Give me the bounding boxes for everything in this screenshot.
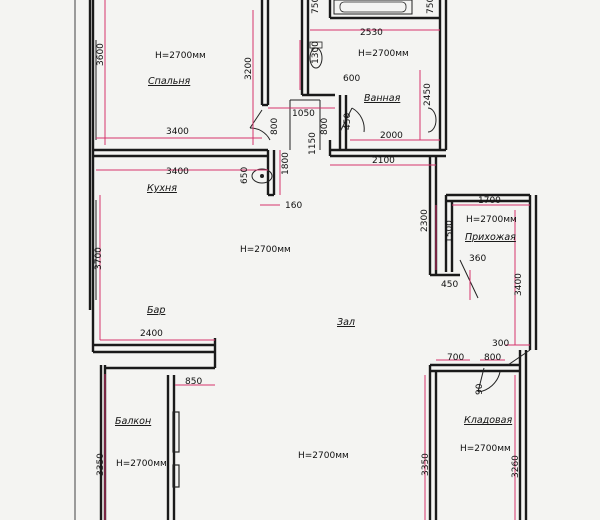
dim-3700: 3700 (94, 247, 104, 270)
dim-3400-a: 3400 (166, 127, 189, 137)
dim-2450: 2450 (423, 83, 433, 106)
dim-1150: 1150 (308, 132, 318, 155)
sink (427, 107, 437, 133)
dim-3600: 3600 (96, 43, 106, 66)
dim-3200: 3200 (244, 57, 254, 80)
bathroom-name: Ванная (364, 93, 401, 104)
dim-450-a: 450 (343, 113, 353, 130)
dimension-labels: 2530 750 750 3600 3200 1300 600 2450 340… (94, 0, 524, 478)
dim-1300: 1300 (311, 41, 321, 64)
balcony-height: H=2700мм (116, 459, 167, 469)
dim-1700: 1700 (478, 196, 501, 206)
dim-300: 300 (492, 339, 509, 349)
dim-450-b: 450 (441, 280, 458, 290)
dim-800-a: 800 (270, 118, 280, 135)
dim-800-c: 800 (484, 353, 501, 363)
hall-height: H=2700мм (466, 215, 517, 225)
dim-3350-a: 3350 (96, 453, 106, 476)
living-name: Зал (337, 317, 355, 328)
bathroom-height: H=2700мм (358, 49, 409, 59)
dim-800-b: 800 (320, 118, 330, 135)
bedroom-name: Спальня (148, 76, 191, 87)
bar-name: Бар (147, 305, 165, 316)
bedroom-height: H=2700мм (155, 51, 206, 61)
kitchen-sink (251, 168, 273, 184)
kitchen-name: Кухня (147, 183, 177, 194)
dim-160: 160 (285, 201, 302, 211)
walls (88, 0, 538, 520)
dimension-lines (96, 0, 530, 520)
dim-3260: 3260 (511, 455, 521, 478)
dim-2000: 2000 (380, 131, 403, 141)
dim-750-b: 750 (426, 0, 436, 14)
dim-360: 360 (469, 254, 486, 264)
dim-3400-b: 3400 (166, 167, 189, 177)
fixtures (251, 0, 437, 184)
storage-name: Кладовая (464, 415, 512, 426)
dim-2100: 2100 (372, 156, 395, 166)
dim-600: 600 (343, 74, 360, 84)
dim-3350-b: 3350 (421, 453, 431, 476)
dim-700: 700 (447, 353, 464, 363)
hall-name: Прихожая (465, 232, 516, 243)
storage-height: H=2700мм (460, 444, 511, 454)
door-arcs (249, 107, 501, 393)
dim-1050: 1050 (292, 109, 315, 119)
balcony-name: Балкон (115, 416, 151, 427)
dim-2400: 2400 (140, 329, 163, 339)
dim-3400-c: 3400 (514, 273, 524, 296)
lower-height: H=2700мм (298, 451, 349, 461)
living-height: H=2700мм (240, 245, 291, 255)
dim-650: 650 (240, 167, 250, 184)
dim-1500: 1500 (445, 220, 455, 243)
dim-2530: 2530 (360, 28, 383, 38)
dim-90: 90 (475, 383, 485, 395)
dim-750-a: 750 (311, 0, 321, 14)
dim-850: 850 (185, 377, 202, 387)
dim-2300: 2300 (420, 209, 430, 232)
dim-1800: 1800 (281, 152, 291, 175)
room-labels: H=2700мм Спальня H=2700мм Ванная Кухня H… (115, 49, 517, 469)
bathtub (333, 0, 413, 15)
